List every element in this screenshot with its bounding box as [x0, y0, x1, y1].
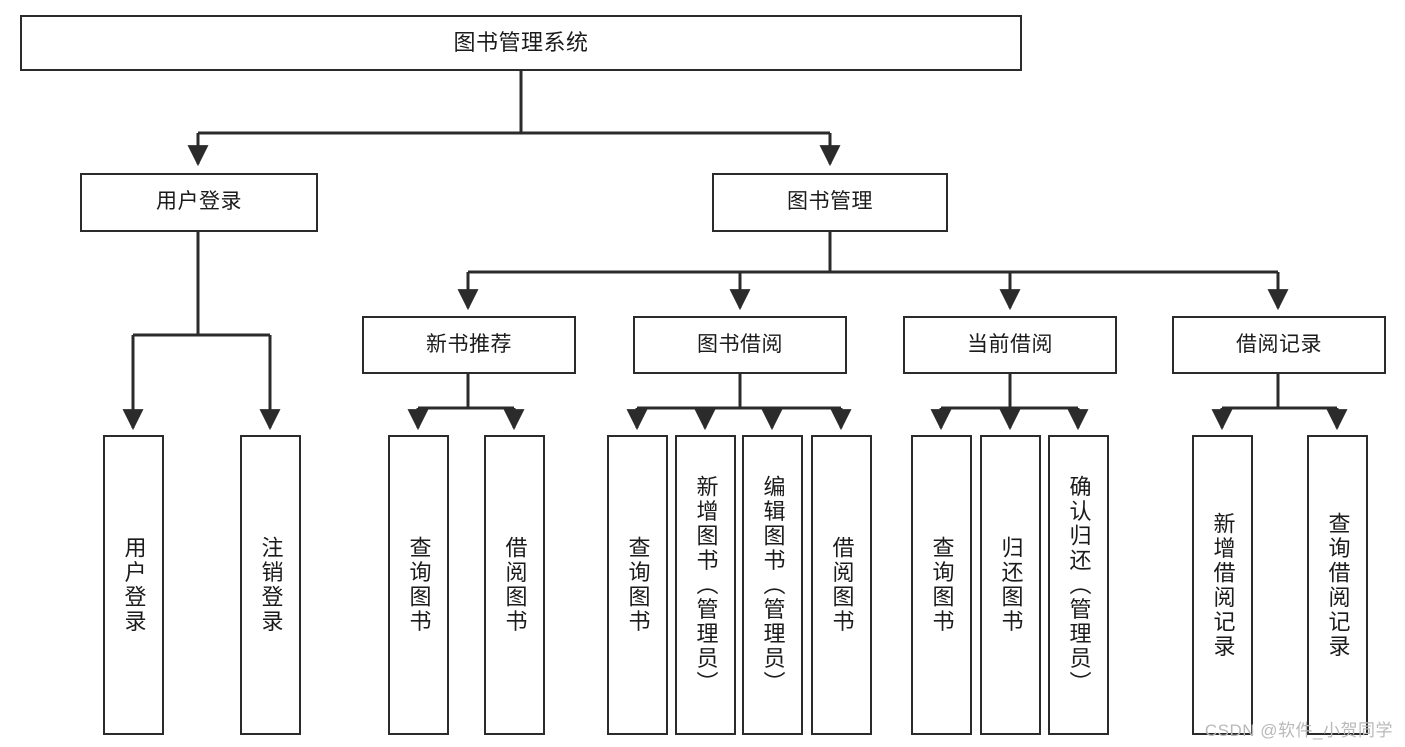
node-label: 新增图书（管理员）	[693, 474, 719, 696]
node-book-borrow[interactable]: 图书借阅	[633, 316, 847, 374]
node-leaf-add-record[interactable]: 新增借阅记录	[1192, 435, 1253, 735]
node-label: 新增借阅记录	[1210, 511, 1236, 659]
node-leaf-query-book-3[interactable]: 查询图书	[911, 435, 972, 735]
node-user-login[interactable]: 用户登录	[80, 173, 318, 232]
node-label: 图书管理	[787, 190, 873, 214]
node-book-management[interactable]: 图书管理	[712, 173, 948, 232]
node-label: 查询借阅记录	[1325, 511, 1351, 659]
node-label: 图书借阅	[697, 332, 783, 356]
node-leaf-logout[interactable]: 注销登录	[240, 435, 301, 735]
node-label: 用户登录	[156, 190, 242, 214]
node-current-borrow[interactable]: 当前借阅	[903, 316, 1117, 374]
node-label: 当前借阅	[967, 332, 1053, 356]
node-label: 查询图书	[406, 536, 432, 634]
node-leaf-user-login[interactable]: 用户登录	[103, 435, 164, 735]
node-label: 借阅图书	[502, 536, 528, 634]
node-root-system[interactable]: 图书管理系统	[20, 15, 1022, 71]
node-new-book-recommend[interactable]: 新书推荐	[362, 316, 576, 374]
node-label: 查询图书	[625, 536, 651, 634]
node-leaf-query-book-2[interactable]: 查询图书	[607, 435, 668, 735]
watermark-text: CSDN @软件_小贺同学	[1204, 721, 1393, 740]
node-label: 图书管理系统	[453, 30, 589, 56]
node-label: 注销登录	[258, 536, 284, 634]
node-leaf-return-book[interactable]: 归还图书	[980, 435, 1041, 735]
node-leaf-add-book[interactable]: 新增图书（管理员）	[675, 435, 736, 735]
node-label: 确认归还（管理员）	[1066, 474, 1092, 696]
node-label: 新书推荐	[426, 332, 512, 356]
node-label: 归还图书	[998, 536, 1024, 634]
node-borrow-record[interactable]: 借阅记录	[1172, 316, 1386, 374]
node-leaf-query-book-1[interactable]: 查询图书	[388, 435, 449, 735]
node-leaf-edit-book[interactable]: 编辑图书（管理员）	[742, 435, 803, 735]
node-label: 借阅记录	[1236, 332, 1322, 356]
node-leaf-borrow-book-1[interactable]: 借阅图书	[484, 435, 545, 735]
node-label: 借阅图书	[829, 536, 855, 634]
node-leaf-confirm-return[interactable]: 确认归还（管理员）	[1048, 435, 1109, 735]
node-leaf-query-record[interactable]: 查询借阅记录	[1307, 435, 1368, 735]
node-label: 编辑图书（管理员）	[760, 474, 786, 696]
node-label: 查询图书	[929, 536, 955, 634]
node-label: 用户登录	[121, 536, 147, 634]
node-leaf-borrow-book-2[interactable]: 借阅图书	[811, 435, 872, 735]
